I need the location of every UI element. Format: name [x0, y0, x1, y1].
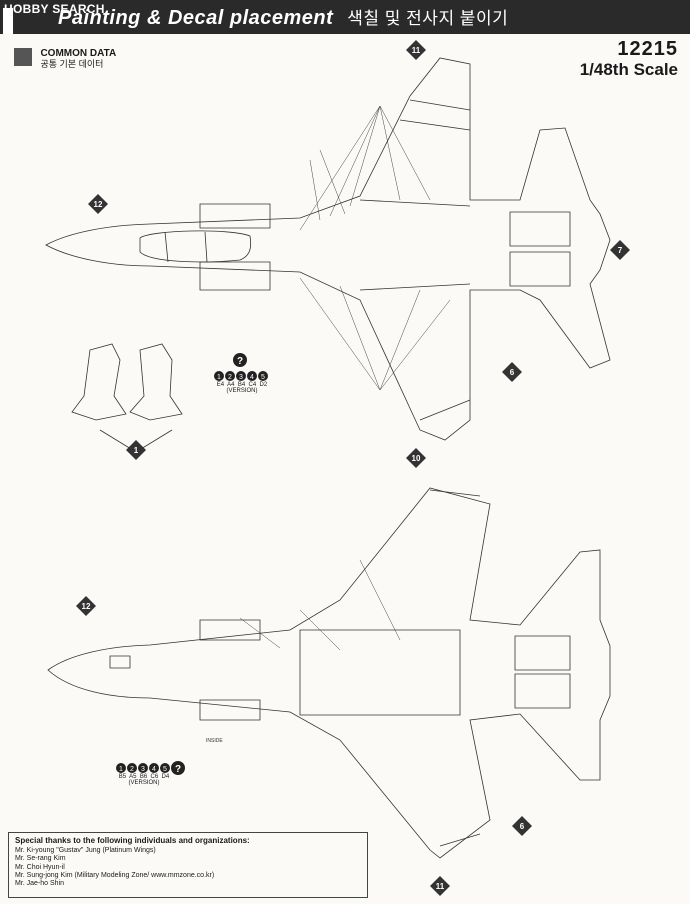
ejection-seats — [71, 343, 183, 453]
marker-7: 7 — [610, 240, 630, 260]
top-view-aircraft — [45, 57, 611, 441]
common-data-en: COMMON DATA — [40, 48, 117, 59]
version-circles-bottom: 1 2 3 4 5 ? — [116, 761, 185, 775]
svg-text:5: 5 — [261, 374, 265, 381]
version-codes-top: E4 A4 B4 C4 D2 (VERSION) — [216, 382, 268, 394]
question-icon — [233, 353, 247, 367]
common-data-ko: 공통 기본 데이터 — [40, 59, 104, 69]
svg-text:1: 1 — [134, 446, 139, 455]
svg-text:3: 3 — [239, 374, 243, 381]
svg-text:5: 5 — [163, 766, 167, 773]
svg-text:3: 3 — [141, 766, 145, 773]
thanks-line: Mr. Se-rang Kim — [15, 855, 66, 863]
thanks-line: Mr. Choi Hyun-il — [15, 863, 65, 871]
svg-text:6: 6 — [510, 368, 515, 377]
title-en: Painting & Decal placement — [58, 7, 334, 29]
svg-text:11: 11 — [412, 46, 421, 55]
marker-6-top: 6 — [502, 362, 522, 382]
color-swatch-icon — [14, 48, 32, 66]
bottom-view-aircraft — [47, 487, 611, 859]
kit-scale: 1/48th Scale — [579, 60, 678, 79]
marker-1: 1 — [126, 440, 146, 460]
title-ko: 색칠 및 전사지 붙이기 — [347, 9, 509, 28]
svg-text:1: 1 — [217, 374, 221, 381]
header-bar: HOBBY SEARCH Painting & Decal placement 색… — [0, 0, 690, 34]
inside-label: INSIDE — [206, 738, 223, 744]
marker-11-top: 11 — [406, 40, 426, 60]
marker-11-bottom: 11 — [430, 876, 450, 896]
svg-text:6: 6 — [520, 822, 525, 831]
svg-text:12: 12 — [94, 200, 103, 209]
question-icon — [171, 761, 185, 775]
svg-text:11: 11 — [436, 882, 445, 891]
svg-text:10: 10 — [412, 454, 421, 463]
marker-10: 10 — [406, 448, 426, 468]
svg-text:12: 12 — [82, 602, 91, 611]
marker-12-bottom: 12 — [76, 596, 96, 616]
marker-6-bottom: 6 — [512, 816, 532, 836]
thanks-line: Mr. Sung-jong Kim (Military Modeling Zon… — [15, 871, 215, 879]
svg-text:2: 2 — [228, 374, 232, 381]
svg-text:4: 4 — [250, 374, 254, 381]
thanks-line: Mr. Jae-ho Shin — [15, 880, 65, 888]
svg-text:2: 2 — [130, 766, 134, 773]
watermark-logo: HOBBY SEARCH — [4, 2, 105, 16]
svg-text:1: 1 — [119, 766, 123, 773]
leader-lines — [239, 105, 451, 651]
svg-text:7: 7 — [618, 246, 623, 255]
version-codes-bottom: B5 A5 B6 C6 D4 (VERSION) — [118, 774, 170, 786]
svg-text:?: ? — [175, 764, 181, 775]
svg-text:?: ? — [237, 356, 243, 367]
kit-number: 12215 — [617, 38, 678, 60]
thanks-box: Special thanks to the following individu… — [8, 832, 368, 898]
thanks-line: Mr. Ki-young "Gustav" Jung (Platinum Win… — [15, 847, 156, 855]
kit-info: 12215 1/48th Scale — [580, 38, 678, 79]
page-title: Painting & Decal placement 색칠 및 전사지 붙이기 — [58, 4, 508, 30]
thanks-title: Special thanks to the following individu… — [15, 836, 250, 845]
step-box — [3, 8, 13, 34]
marker-12-top: 12 — [88, 194, 108, 214]
svg-text:4: 4 — [152, 766, 156, 773]
version-circles-top: 1 2 3 4 5 ? — [214, 353, 268, 381]
